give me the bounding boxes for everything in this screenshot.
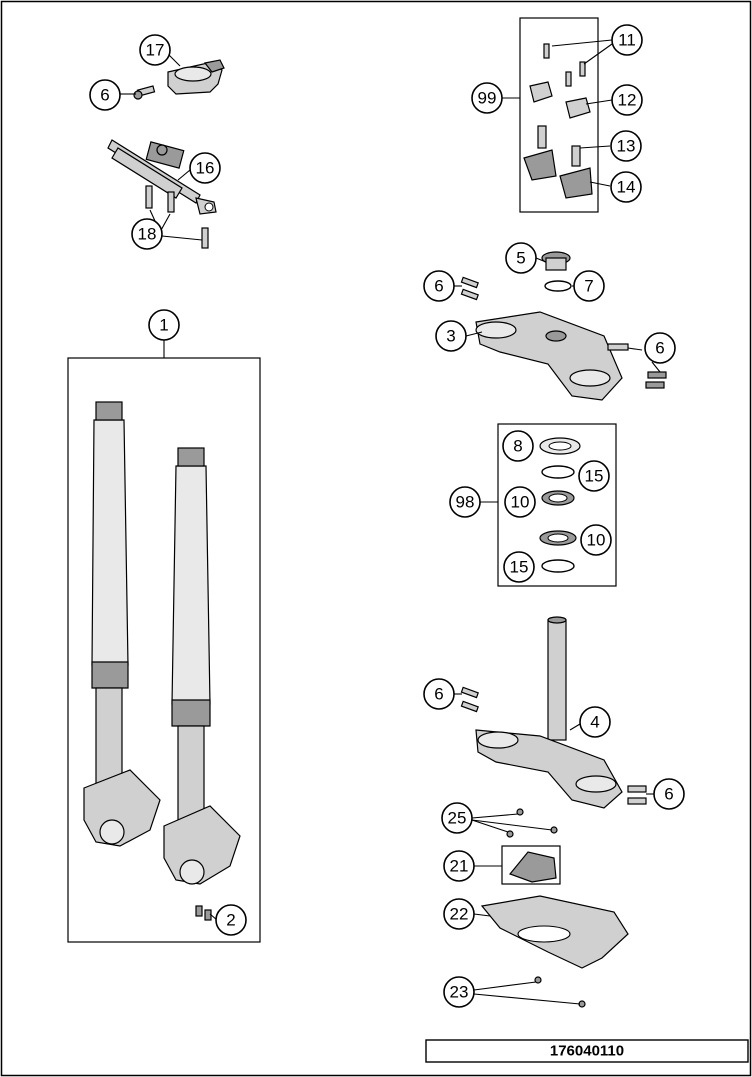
callout-22: 22 bbox=[443, 898, 475, 930]
callout-10-lower: 10 bbox=[580, 524, 612, 556]
svg-text:6: 6 bbox=[100, 86, 109, 105]
svg-text:18: 18 bbox=[138, 225, 157, 244]
svg-text:6: 6 bbox=[434, 685, 443, 704]
callout-18: 18 bbox=[131, 218, 163, 250]
callout-6-upper-left: 6 bbox=[423, 270, 455, 302]
svg-text:6: 6 bbox=[434, 277, 443, 296]
callout-1: 1 bbox=[148, 309, 180, 341]
upper-triple-clamp-part bbox=[475, 311, 623, 401]
callout-3: 3 bbox=[435, 320, 467, 352]
svg-text:10: 10 bbox=[587, 531, 606, 550]
part-21-box bbox=[501, 845, 561, 885]
callout-12: 12 bbox=[611, 84, 643, 116]
fork-leg-right-part bbox=[163, 447, 241, 885]
callout-23: 23 bbox=[443, 976, 475, 1008]
clamp-kit-parts bbox=[523, 43, 593, 199]
callout-4: 4 bbox=[579, 706, 611, 738]
callout-8: 8 bbox=[502, 430, 534, 462]
steering-damper-part bbox=[107, 139, 217, 215]
svg-text:6: 6 bbox=[664, 785, 673, 804]
reference-number-box: 176040110 bbox=[425, 1039, 749, 1063]
bolts-6-upper-left-part bbox=[460, 276, 479, 301]
svg-text:12: 12 bbox=[618, 91, 637, 110]
screws-25-part bbox=[506, 808, 558, 838]
callout-17: 17 bbox=[139, 34, 171, 66]
svg-text:14: 14 bbox=[617, 178, 636, 197]
svg-text:11: 11 bbox=[618, 31, 636, 50]
svg-text:10: 10 bbox=[511, 493, 530, 512]
top-nut-part bbox=[541, 251, 571, 271]
svg-text:15: 15 bbox=[510, 558, 529, 577]
callout-16: 16 bbox=[189, 152, 221, 184]
svg-text:3: 3 bbox=[446, 327, 455, 346]
lower-triple-clamp-part bbox=[475, 616, 623, 809]
svg-text:4: 4 bbox=[590, 713, 599, 732]
callout-21: 21 bbox=[443, 850, 475, 882]
clamp-kit-box-99 bbox=[519, 17, 599, 213]
callout-15-upper: 15 bbox=[578, 460, 610, 492]
svg-text:8: 8 bbox=[513, 437, 522, 456]
bolts-6-upper-right-part bbox=[607, 343, 667, 389]
svg-text:22: 22 bbox=[450, 905, 469, 924]
svg-text:21: 21 bbox=[450, 857, 469, 876]
bearing-kit-box-98 bbox=[497, 423, 617, 587]
callout-98: 98 bbox=[449, 486, 481, 518]
callout-14: 14 bbox=[610, 171, 642, 203]
steering-damper-clamp-part bbox=[167, 59, 225, 95]
bolts-2-part bbox=[195, 905, 212, 921]
bolts-6-lower-right-part bbox=[627, 785, 647, 805]
svg-text:25: 25 bbox=[448, 809, 467, 828]
callout-6-top-left: 6 bbox=[89, 79, 121, 111]
callout-11: 11 bbox=[611, 24, 643, 56]
callout-6-lower-left: 6 bbox=[423, 678, 455, 710]
svg-text:13: 13 bbox=[617, 137, 636, 156]
callout-6-upper-right: 6 bbox=[644, 332, 676, 364]
callout-13: 13 bbox=[610, 130, 642, 162]
svg-text:5: 5 bbox=[516, 249, 525, 268]
bolts-6-lower-left-part bbox=[460, 686, 479, 713]
callout-15-lower: 15 bbox=[503, 551, 535, 583]
washer-7-part bbox=[544, 280, 572, 292]
callout-25: 25 bbox=[441, 802, 473, 834]
bearing-kit-parts bbox=[539, 437, 581, 573]
svg-text:6: 6 bbox=[655, 339, 664, 358]
bolt-6-top-left-part bbox=[133, 85, 156, 100]
svg-text:1: 1 bbox=[159, 316, 168, 335]
fork-leg-left-part bbox=[83, 401, 161, 847]
callout-10-upper: 10 bbox=[504, 486, 536, 518]
svg-text:2: 2 bbox=[226, 911, 235, 930]
svg-text:15: 15 bbox=[585, 467, 604, 486]
callout-5: 5 bbox=[505, 242, 537, 274]
leader-lines bbox=[120, 39, 661, 1005]
callout-7: 7 bbox=[573, 270, 605, 302]
callout-6-lower-right: 6 bbox=[653, 778, 685, 810]
callout-2: 2 bbox=[215, 904, 247, 936]
svg-text:98: 98 bbox=[456, 493, 475, 512]
svg-text:99: 99 bbox=[478, 89, 497, 108]
callout-99: 99 bbox=[471, 82, 503, 114]
svg-text:16: 16 bbox=[196, 159, 215, 178]
svg-text:17: 17 bbox=[146, 41, 165, 60]
svg-text:7: 7 bbox=[584, 277, 593, 296]
svg-text:23: 23 bbox=[450, 983, 469, 1002]
bolts-18-part bbox=[145, 185, 209, 249]
part-21 bbox=[508, 851, 557, 883]
reference-number: 176040110 bbox=[550, 1043, 624, 1060]
